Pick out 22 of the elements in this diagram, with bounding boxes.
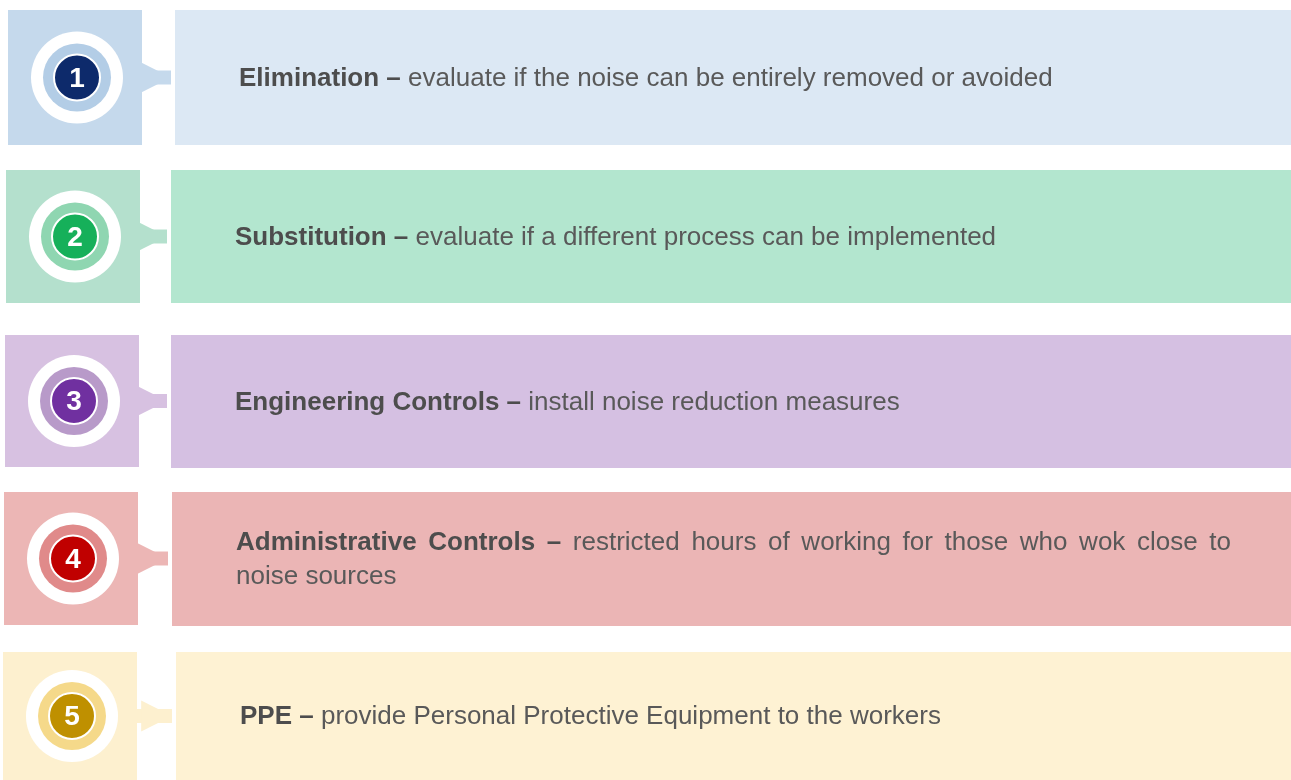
step-band <box>171 170 1291 303</box>
step-square <box>5 335 139 467</box>
step-number: 3 <box>66 387 82 415</box>
step-square <box>8 10 142 145</box>
step-square <box>3 652 137 780</box>
step-band <box>175 10 1291 145</box>
step-number: 1 <box>69 63 85 92</box>
step-number: 4 <box>65 544 81 573</box>
step-band <box>176 652 1291 780</box>
step-square <box>6 170 140 303</box>
step-square <box>4 492 138 625</box>
step-band <box>172 492 1291 626</box>
chevron-arrow <box>137 700 172 732</box>
step-description: Substitution – evaluate if a different process can be implemented <box>235 219 997 253</box>
step-description: Administrative Controls – restricted hours of working for those who wok close to noise sources <box>236 525 1231 592</box>
step-description: PPE – provide Personal Protective Equipment to the workers <box>240 699 941 733</box>
step-description: Engineering Controls – install noise reduction measures <box>235 384 900 418</box>
chevron-arrow <box>137 543 168 574</box>
step-description: Elimination – evaluate if the noise can be entirely removed or avoided <box>239 60 1053 94</box>
step-number: 2 <box>67 222 83 251</box>
step-band <box>171 335 1291 468</box>
step-number: 5 <box>64 702 80 730</box>
